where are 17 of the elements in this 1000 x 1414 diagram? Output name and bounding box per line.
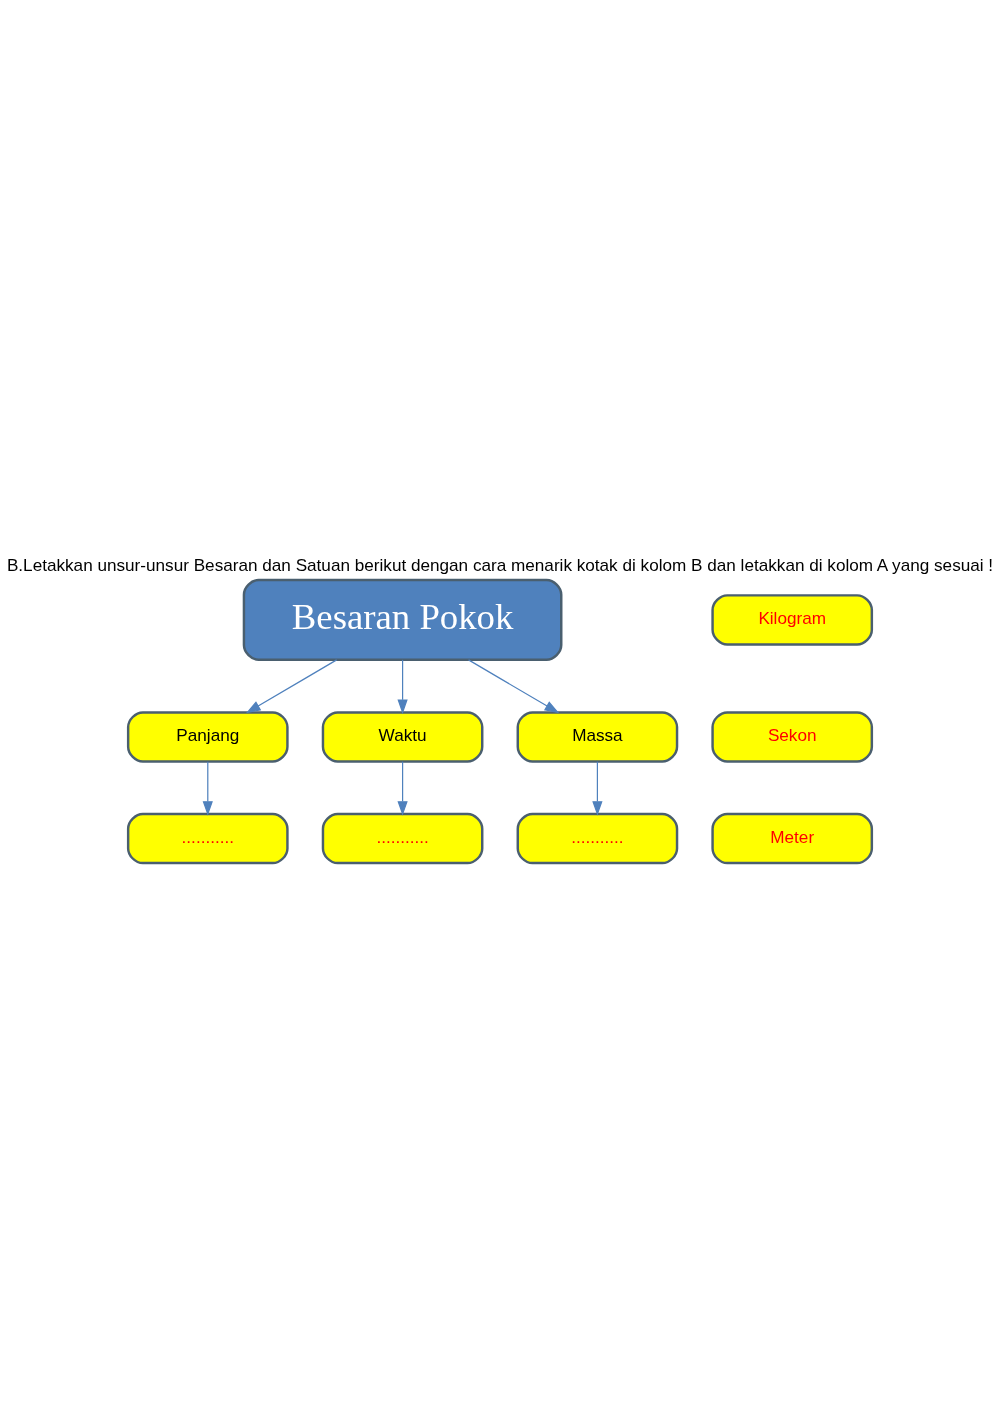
- node-box: Kilogram: [711, 593, 874, 646]
- node-box: ...........: [321, 812, 484, 864]
- node-box: Sekon: [711, 710, 874, 763]
- arrow: [592, 760, 603, 816]
- arrow: [245, 658, 338, 713]
- node-box: Meter: [711, 812, 874, 864]
- arrow: [467, 658, 560, 713]
- node-box: ...........: [516, 812, 679, 864]
- node-box: ...........: [126, 812, 289, 864]
- node-box: Besaran Pokok: [242, 578, 563, 661]
- node-box: Panjang: [126, 710, 289, 763]
- arrow: [397, 760, 408, 816]
- diagram-title: B.Letakkan unsur-unsur Besaran dan Satuan berikut dengan cara menarik kotak di kolom B dan letakkan di kolom A yang sesuai !: [6, 554, 994, 575]
- arrow: [397, 658, 408, 714]
- arrow: [202, 760, 213, 816]
- node-box: Massa: [516, 710, 679, 763]
- node-box: Waktu: [321, 710, 484, 763]
